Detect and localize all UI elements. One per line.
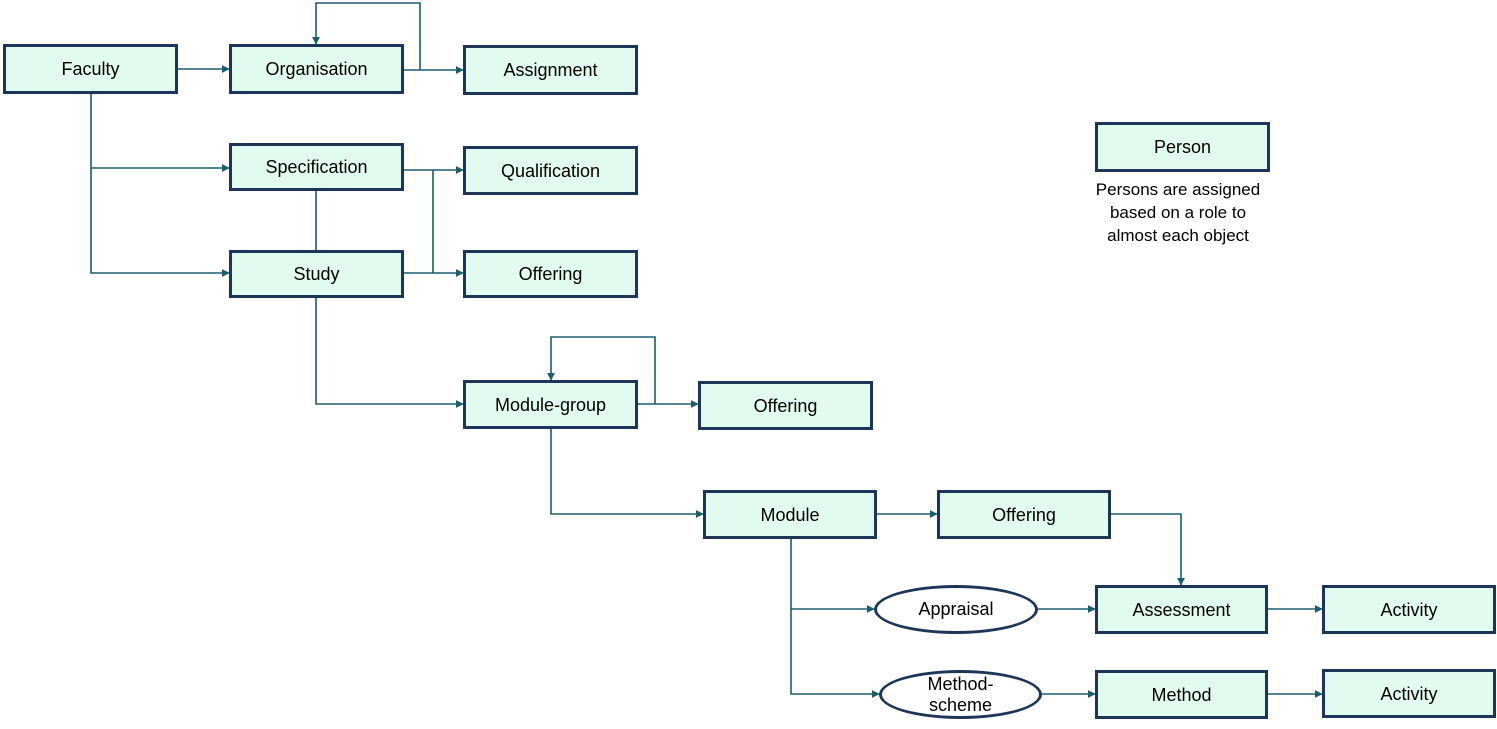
- node-assignment: Assignment: [463, 45, 638, 95]
- person-note-line-2: based on a role to: [1109, 203, 1247, 222]
- node-study: Study: [229, 250, 404, 298]
- node-offering-module: Offering: [937, 490, 1111, 539]
- node-faculty: Faculty: [3, 44, 178, 94]
- node-activity-assessment: Activity: [1322, 585, 1496, 634]
- method-scheme-line-1: Method-: [927, 673, 994, 694]
- connector-faculty-study: [90, 168, 230, 277]
- node-appraisal: Appraisal: [874, 585, 1038, 634]
- connector-module-method-scheme: [790, 609, 880, 698]
- connector-module-group-self-loop: [547, 336, 656, 404]
- connector-module-group-module: [550, 428, 704, 518]
- person-note-line-3: almost each object: [1107, 226, 1249, 245]
- person-note: Persons are assigned based on a role to …: [1068, 178, 1288, 247]
- node-organisation: Organisation: [229, 44, 404, 94]
- method-scheme-line-2: scheme: [928, 694, 992, 715]
- person-note-line-1: Persons are assigned: [1095, 180, 1261, 199]
- node-qualification: Qualification: [463, 146, 638, 195]
- connector-faculty-specification: [90, 94, 230, 172]
- connector-organisation-self-loop: [312, 2, 421, 70]
- connector-module-appraisal: [790, 538, 875, 613]
- node-assessment: Assessment: [1095, 585, 1268, 634]
- connector-study-module-group: [315, 297, 464, 408]
- node-method: Method: [1095, 670, 1268, 719]
- node-specification: Specification: [229, 143, 404, 191]
- connector-offering-assessment: [1111, 513, 1185, 586]
- node-method-scheme: Method- scheme: [879, 670, 1042, 719]
- node-activity-method: Activity: [1322, 669, 1496, 718]
- node-person: Person: [1095, 122, 1270, 172]
- node-offering-module-group: Offering: [698, 381, 873, 430]
- node-offering-study: Offering: [463, 250, 638, 298]
- node-module-group: Module-group: [463, 380, 638, 429]
- node-module: Module: [703, 490, 877, 539]
